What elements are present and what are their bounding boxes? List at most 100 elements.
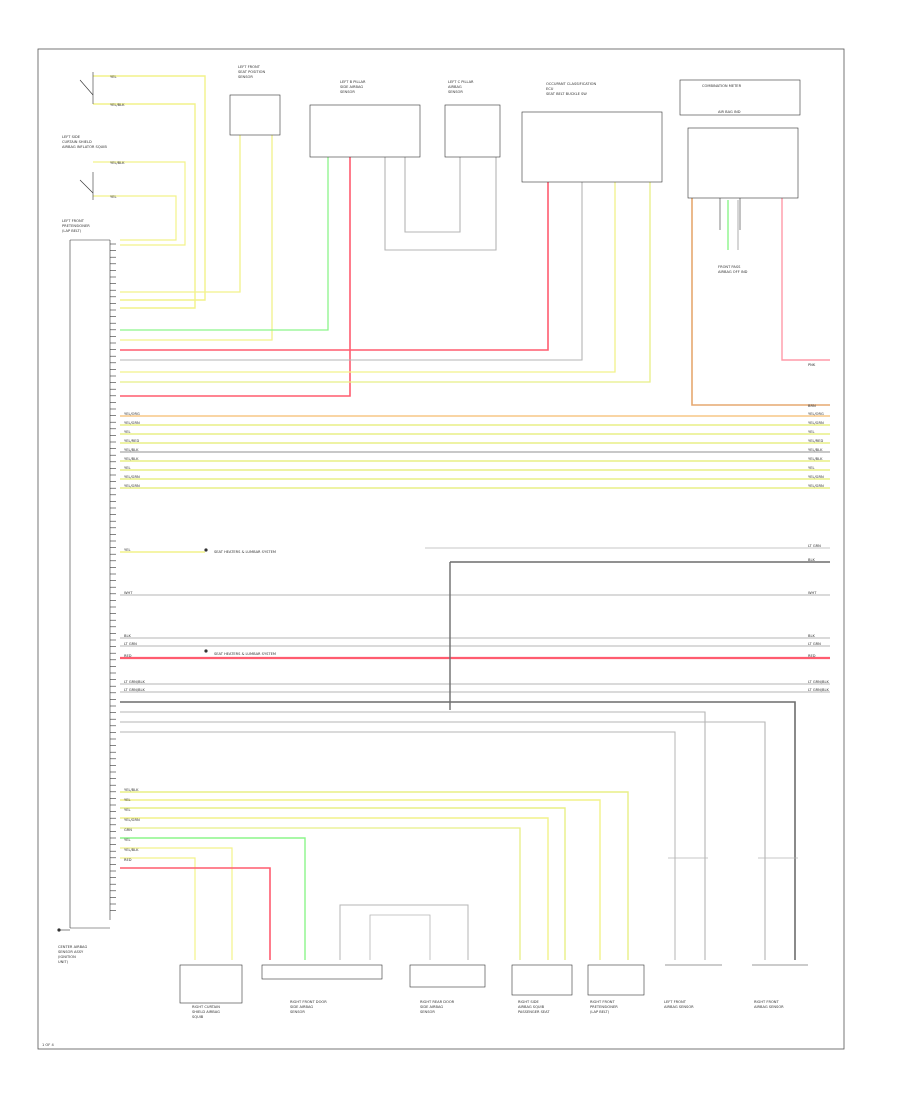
gray-bus-label-r-0: WHT xyxy=(808,591,817,595)
wire-seat-pos-1 xyxy=(120,135,241,293)
ecu-label-4: UNIT) xyxy=(58,960,69,964)
wire-yel-a xyxy=(93,75,206,301)
bus-label-right-8: YEL/GRN xyxy=(808,484,824,488)
rf-airbag-label-2: AIRBAG SENSOR xyxy=(754,1005,784,1009)
note-seat-heaters-1: SEAT HEATERS & LUMBAR SYSTEM xyxy=(214,550,276,554)
bus-label-right-3: YEL/RED xyxy=(808,439,823,443)
bus-label-left-8: YEL/GRN xyxy=(124,484,140,488)
rf-door-label-2: SIDE AIRBAG xyxy=(290,1005,313,1009)
lower-pin-label-5: YEL xyxy=(124,838,130,842)
wire-rs-squib-3 xyxy=(120,827,521,960)
wire-meter-pnk xyxy=(781,198,830,361)
switch-blade-2 xyxy=(79,179,94,194)
occupant-label-3: SEAT BELT BUCKLE SW xyxy=(546,92,587,96)
wire-b-pillar-red xyxy=(120,157,351,397)
gray-bus-label-2: LT GRN xyxy=(124,642,137,646)
lower-pin-label-1: YEL xyxy=(124,798,130,802)
switch-blade-1 xyxy=(79,79,94,96)
lf-airbag-label-1: LEFT FRONT xyxy=(664,1000,687,1004)
seat-pos-label-2: SEAT POSITION xyxy=(238,70,265,74)
gray-bus-label-r-4: LT GRN/BLK xyxy=(808,688,829,692)
wire-label-red-bus-r: RED xyxy=(808,654,816,658)
lower-pin-label-7: RED xyxy=(124,858,132,862)
lower-pin-label-3: YEL/GRN xyxy=(124,818,140,822)
wire-yel-b xyxy=(93,195,177,241)
wire-layer xyxy=(93,75,830,960)
lower-pin-label-0: YEL/BLK xyxy=(124,788,139,792)
c-pillar-sensor-box xyxy=(444,104,501,158)
front-pass-label-1: FRONT PASS xyxy=(718,265,741,269)
lf-airbag-label-2: AIRBAG SENSOR xyxy=(664,1005,694,1009)
wire-label-pnk: PNK xyxy=(808,363,816,367)
ecu-label-3: (IGNITION xyxy=(58,955,76,959)
c-pillar-label-2: AIRBAG xyxy=(448,85,462,89)
wire-occupant-yel xyxy=(120,182,616,373)
wire-occupant-gray xyxy=(120,182,583,361)
wire-label-yel-blk-2: YEL/BLK xyxy=(110,161,125,165)
rf-door-label-3: SENSOR xyxy=(290,1010,305,1014)
wire-rf-pretens-1 xyxy=(120,791,629,960)
wire-label-yel-2: YEL xyxy=(110,195,116,199)
wire-rf-door-red xyxy=(120,867,271,960)
bus-label-left-4: YEL/BLK xyxy=(124,448,139,452)
wire-seat-pos-2 xyxy=(120,135,273,341)
b-pillar-label-2: SIDE AIRBAG xyxy=(340,85,363,89)
b-pillar-sensor-box xyxy=(309,104,421,158)
seat-position-sensor-box xyxy=(229,94,281,136)
rr-door-label-2: SIDE AIRBAG xyxy=(420,1005,443,1009)
wire-occupant-red xyxy=(120,182,549,351)
wire-b-pillar-grn xyxy=(120,157,329,331)
gray-bus-label-3: LT GRN/BLK xyxy=(124,680,145,684)
wire-curtain-2 xyxy=(120,857,196,960)
page-reference: 1 OF 4 xyxy=(42,1043,54,1047)
gray-bus-label-4: LT GRN/BLK xyxy=(124,688,145,692)
left-pretens-label-1: LEFT FRONT xyxy=(62,219,85,223)
c-pillar-label-3: SENSOR xyxy=(448,90,463,94)
gray-bus-label-r-2: LT GRN xyxy=(808,642,821,646)
rf-pretens-label-1: RIGHT FRONT xyxy=(590,1000,615,1004)
rs-squib-label-1: RIGHT SIDE xyxy=(518,1000,539,1004)
wire-label-red-bus: RED xyxy=(124,654,132,658)
wire-door-loop-2 xyxy=(369,914,431,960)
wire-curtain-1 xyxy=(120,847,233,960)
wire-occupant-yel-grn xyxy=(120,182,651,383)
rs-squib-label-2: AIRBAG SQUIB xyxy=(518,1005,545,1009)
wire-label-thin: LT GRN xyxy=(808,544,821,548)
bus-label-right-4: YEL/BLK xyxy=(808,448,823,452)
component-layer xyxy=(57,72,808,1004)
occupant-label-2: ECU xyxy=(546,87,554,91)
wire-rf-door-grn xyxy=(120,837,306,960)
front-pass-label-2: AIRBAG OFF IND xyxy=(718,270,748,274)
wire-b-c-loop xyxy=(384,157,497,251)
seat-pos-label-3: SENSOR xyxy=(238,75,253,79)
combination-meter-box xyxy=(679,79,801,116)
rf-airbag-label-1: RIGHT FRONT xyxy=(754,1000,779,1004)
rf-door-label-1: RIGHT FRONT DOOR xyxy=(290,1000,327,1004)
wire-dark-rf xyxy=(120,701,796,960)
rf-pretens-label-2: PRETENSIONER xyxy=(590,1005,618,1009)
note-dot-1 xyxy=(204,548,208,552)
left-pretens-label-3: (LAP BELT) xyxy=(62,229,82,233)
airbag-ind-label: AIR BAG IND xyxy=(718,110,741,114)
wire-gray-rf2 xyxy=(120,721,766,960)
left-pretens-label-2: PRETENSIONER xyxy=(62,224,90,228)
wire-label-dark: BLK xyxy=(808,558,815,562)
diagram-frame xyxy=(37,48,845,1050)
wire-b-c-loop-2 xyxy=(404,157,461,233)
meter-indicator-box xyxy=(687,127,799,199)
bus-label-left-1: YEL/GRN xyxy=(124,421,140,425)
rs-squib-box xyxy=(511,964,573,996)
rr-door-label-1: RIGHT REAR DOOR xyxy=(420,1000,455,1004)
wire-yel-blk-a xyxy=(93,103,196,309)
right-curtain-label-1: RIGHT CURTAIN xyxy=(192,1005,220,1009)
bus-label-right-0: YEL/ORG xyxy=(808,412,824,416)
wire-rs-squib-2 xyxy=(120,817,549,960)
seat-pos-label-1: LEFT FRONT xyxy=(238,65,261,69)
right-curtain-squib-box xyxy=(179,964,243,1004)
right-curtain-label-2: SHIELD AIRBAG xyxy=(192,1010,220,1014)
gray-bus-label-r-1: BLK xyxy=(808,634,815,638)
left-curtain-label-1: LEFT SIDE xyxy=(62,135,81,139)
note-dot-2 xyxy=(204,649,208,653)
bus-label-right-2: YEL xyxy=(808,430,814,434)
